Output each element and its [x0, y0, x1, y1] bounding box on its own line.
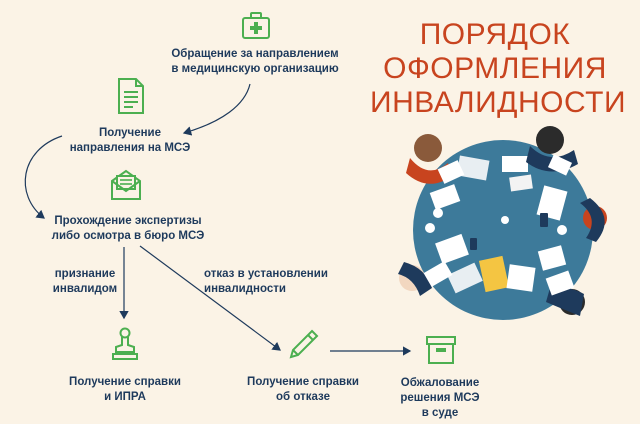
step-appeal-label-3: в суде	[421, 407, 459, 419]
envelope-icon	[111, 169, 141, 200]
branch-recognized-label-1: признание	[54, 268, 116, 280]
branch-denied-label-2: инвалидности	[204, 283, 286, 295]
branch-recognized-label-2: инвалидом	[52, 283, 118, 295]
step-certificate-label-2: и ИПРА	[104, 391, 146, 403]
meeting-table-illustration	[398, 126, 607, 320]
branch-denied-label-1: отказ в установлении	[204, 268, 328, 280]
document-icon	[118, 78, 144, 114]
arrow-referral-to-examination	[24, 135, 63, 219]
step-referral-label-2: направления на МСЭ	[69, 142, 191, 154]
medical-kit-icon	[242, 12, 270, 39]
arrow-request-to-referral	[182, 83, 251, 136]
step-refusal-label-1: Получение справки	[247, 376, 359, 388]
title-line-1: ПОРЯДОК	[419, 18, 571, 51]
step-request-label-1: Обращение за направлением	[171, 48, 339, 60]
step-refusal-label-2: об отказе	[276, 391, 330, 403]
archive-box-icon	[426, 336, 456, 364]
title-line-2: ОФОРМЛЕНИЯ	[383, 52, 607, 85]
title-line-3: ИНВАЛИДНОСТИ	[370, 86, 627, 119]
step-request-label-2: в медицинскую организацию	[171, 63, 339, 75]
arrow-examination-to-refusal	[139, 245, 281, 351]
step-appeal-label-2: решения МСЭ	[400, 392, 480, 404]
stamp-icon	[112, 327, 138, 360]
pen-icon	[289, 329, 319, 359]
step-examination-label-1: Прохождение экспертизы	[54, 215, 202, 227]
step-certificate-label-1: Получение справки	[69, 376, 181, 388]
step-referral-label-1: Получение	[98, 127, 162, 139]
step-appeal-label-1: Обжалование	[400, 377, 480, 389]
step-examination-label-2: либо осмотра в бюро МСЭ	[51, 230, 205, 242]
